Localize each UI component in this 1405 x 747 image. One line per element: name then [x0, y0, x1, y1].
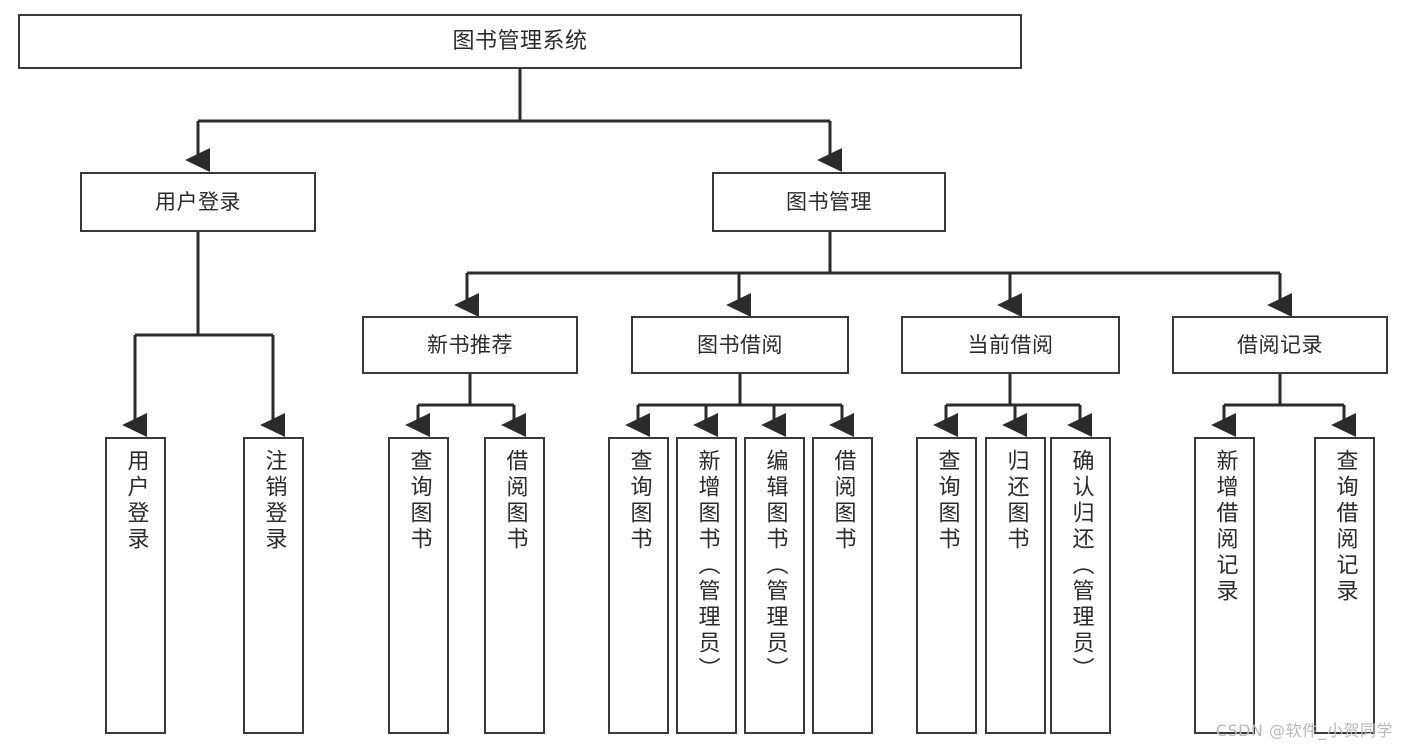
- node-leaf-query-book-2[interactable]: 查询图书: [608, 437, 669, 734]
- node-leaf-query-book-2-label: 查询图书: [626, 449, 652, 553]
- node-borrow-record[interactable]: 借阅记录: [1172, 316, 1388, 374]
- node-leaf-edit-book-admin-label: 编辑图书（管理员）: [762, 449, 788, 683]
- node-leaf-add-book-admin[interactable]: 新增图书（管理员）: [676, 437, 737, 734]
- node-leaf-query-borrow-record[interactable]: 查询借阅记录: [1314, 437, 1375, 734]
- node-leaf-query-book-1[interactable]: 查询图书: [388, 437, 449, 734]
- node-leaf-user-login-label: 用户登录: [123, 449, 149, 553]
- node-new-book-recommend[interactable]: 新书推荐: [362, 316, 578, 374]
- node-borrow-record-label: 借阅记录: [1237, 332, 1323, 357]
- node-user-login[interactable]: 用户登录: [80, 172, 316, 232]
- node-leaf-query-book-3-label: 查询图书: [934, 449, 960, 553]
- node-user-login-label: 用户登录: [155, 189, 241, 214]
- node-leaf-confirm-return-admin-label: 确认归还（管理员）: [1068, 449, 1094, 683]
- node-leaf-add-borrow-record-label: 新增借阅记录: [1212, 449, 1238, 605]
- node-book-borrow-label: 图书借阅: [697, 332, 783, 357]
- node-leaf-borrow-book-1-label: 借阅图书: [502, 449, 528, 553]
- node-current-borrow[interactable]: 当前借阅: [901, 316, 1120, 374]
- node-leaf-borrow-book-1[interactable]: 借阅图书: [484, 437, 545, 734]
- node-leaf-edit-book-admin[interactable]: 编辑图书（管理员）: [744, 437, 805, 734]
- node-leaf-add-borrow-record[interactable]: 新增借阅记录: [1194, 437, 1255, 734]
- node-leaf-query-borrow-record-label: 查询借阅记录: [1332, 449, 1358, 605]
- node-book-management[interactable]: 图书管理: [712, 172, 946, 232]
- node-root[interactable]: 图书管理系统: [18, 14, 1022, 69]
- node-root-label: 图书管理系统: [452, 28, 588, 54]
- node-leaf-add-book-admin-label: 新增图书（管理员）: [694, 449, 720, 683]
- node-leaf-borrow-book-2[interactable]: 借阅图书: [812, 437, 873, 734]
- node-book-borrow[interactable]: 图书借阅: [631, 316, 849, 374]
- node-book-management-label: 图书管理: [786, 189, 872, 214]
- node-new-book-recommend-label: 新书推荐: [427, 332, 513, 357]
- node-leaf-logout-login-label: 注销登录: [261, 449, 287, 553]
- node-leaf-return-book[interactable]: 归还图书: [985, 437, 1046, 734]
- node-leaf-query-book-3[interactable]: 查询图书: [916, 437, 977, 734]
- node-leaf-query-book-1-label: 查询图书: [406, 449, 432, 553]
- node-leaf-user-login[interactable]: 用户登录: [105, 437, 166, 734]
- node-leaf-logout-login[interactable]: 注销登录: [243, 437, 304, 734]
- node-leaf-borrow-book-2-label: 借阅图书: [830, 449, 856, 553]
- node-current-borrow-label: 当前借阅: [967, 332, 1054, 357]
- node-leaf-return-book-label: 归还图书: [1003, 449, 1029, 553]
- node-leaf-confirm-return-admin[interactable]: 确认归还（管理员）: [1050, 437, 1111, 734]
